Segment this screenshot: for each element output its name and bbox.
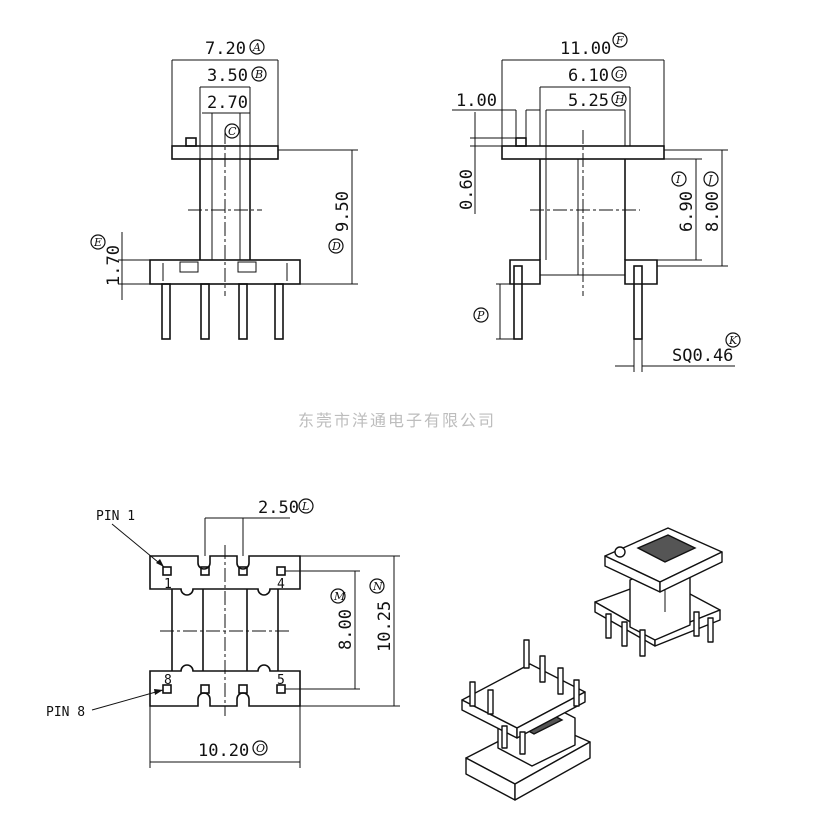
dim-a-value: 7.20 bbox=[205, 39, 246, 59]
dim-p-tag: P bbox=[476, 309, 485, 322]
dim-j-value: 8.00 bbox=[703, 191, 723, 232]
dim-e-value: 1.70 bbox=[104, 245, 124, 286]
dim-l-tag: L bbox=[301, 500, 309, 513]
dim-k-value: SQ0.46 bbox=[672, 346, 733, 366]
dim-f-value: 11.00 bbox=[560, 39, 611, 59]
dim-a-tag: A bbox=[252, 41, 261, 54]
dim-g-value: 6.10 bbox=[568, 66, 609, 86]
dim-c-tag: C bbox=[228, 125, 237, 138]
dim-b-value: 3.50 bbox=[207, 66, 248, 86]
pin-num-8: 8 bbox=[164, 673, 172, 688]
front-view: 7.20 A 3.50 B 2.70 C 9.50 D 1.70 E bbox=[90, 39, 358, 340]
dim-n-value: 10.25 bbox=[375, 601, 395, 652]
pin8-label: PIN 8 bbox=[46, 705, 85, 720]
isometric-view-upright bbox=[594, 527, 723, 657]
dim-side-top-value: 1.00 bbox=[456, 91, 497, 111]
dim-n-tag: N bbox=[372, 580, 383, 593]
pin-num-5: 5 bbox=[277, 673, 285, 688]
pin-num-1: 1 bbox=[164, 577, 172, 592]
dim-d-tag: D bbox=[331, 240, 341, 253]
dim-d-value: 9.50 bbox=[333, 191, 353, 232]
dim-m-tag: M bbox=[333, 590, 346, 603]
dim-e-tag: E bbox=[93, 236, 102, 249]
dim-b-tag: B bbox=[254, 68, 263, 81]
dim-o-value: 10.20 bbox=[198, 741, 249, 761]
dim-l-value: 2.50 bbox=[258, 498, 299, 518]
dim-side-flange-value: 0.60 bbox=[457, 169, 477, 210]
pin1-label: PIN 1 bbox=[96, 509, 135, 524]
isometric-view-inverted bbox=[461, 639, 591, 801]
side-view: 11.00 F 6.10 G 5.25 H 1.00 0.60 6.90 I bbox=[452, 32, 741, 372]
pin-num-4: 4 bbox=[277, 577, 285, 592]
dim-h-value: 5.25 bbox=[568, 91, 609, 111]
dim-k-tag: K bbox=[728, 334, 738, 347]
dim-h-tag: H bbox=[614, 93, 625, 106]
dim-j-tag: J bbox=[706, 173, 713, 186]
dim-o-tag: O bbox=[256, 742, 265, 755]
dim-f-tag: F bbox=[615, 34, 624, 47]
dim-i-value: 6.90 bbox=[677, 191, 697, 232]
dim-g-tag: G bbox=[615, 68, 624, 81]
dim-m-value: 8.00 bbox=[336, 609, 356, 650]
top-view: 1 4 5 8 PIN 1 PIN 8 2.50 L 8.00 M 10.25 … bbox=[46, 498, 400, 768]
dim-i-tag: I bbox=[675, 173, 681, 186]
company-watermark: 东莞市洋通电子有限公司 bbox=[298, 411, 496, 430]
dim-c-value: 2.70 bbox=[207, 93, 248, 113]
